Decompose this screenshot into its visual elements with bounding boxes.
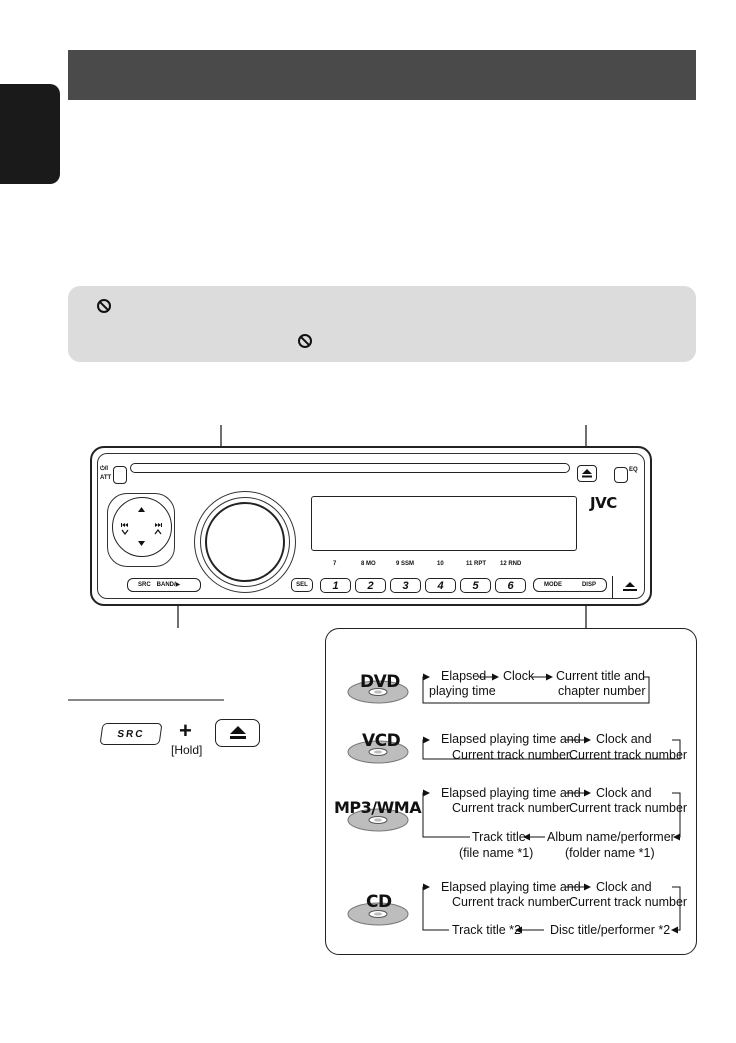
- preset-button-6[interactable]: 6: [495, 578, 526, 593]
- dvd-step-title-line2: chapter number: [558, 684, 646, 698]
- preset-label: 11 RPT: [466, 561, 487, 567]
- eject-button-illustration: [215, 719, 260, 747]
- mp3-step-track: Track title: [472, 830, 526, 844]
- dvd-step-elapsed: Elapsed: [441, 669, 487, 683]
- vcd-step-elapsed: Elapsed playing time and: [441, 732, 581, 746]
- dvd-step-title: Current title and: [556, 669, 645, 683]
- display-modes-box: [325, 628, 697, 955]
- mp3-step-clock-line2: Current track number: [569, 801, 688, 815]
- mp3-step-elapsed: Elapsed playing time and: [441, 786, 581, 800]
- src-band-button-group[interactable]: SRC BAND/▶: [127, 578, 201, 592]
- volume-knob-ring: [200, 497, 290, 587]
- disc-loading-slot: [130, 463, 570, 473]
- eq-button[interactable]: [614, 467, 628, 483]
- power-att-button[interactable]: [113, 466, 127, 484]
- eject-button[interactable]: [577, 465, 597, 482]
- navigation-arrows-icon: [121, 507, 162, 546]
- navigation-pad[interactable]: [112, 497, 172, 557]
- vcd-disc-icon: [347, 740, 409, 764]
- control-cluster-frame: [107, 493, 175, 567]
- preset-label: 9 SSM: [396, 561, 415, 567]
- src-label: SRC: [138, 582, 151, 588]
- volume-knob-housing: [194, 491, 296, 593]
- preset-button-1[interactable]: 1: [320, 578, 351, 593]
- vcd-step-clock: Clock and: [596, 732, 652, 746]
- preset-button-3[interactable]: 3: [390, 578, 421, 593]
- preset-label: 7: [333, 561, 337, 567]
- cd-step-clock: Clock and: [596, 880, 652, 894]
- mode-label: MODE: [543, 582, 562, 588]
- eq-label: EQ: [629, 467, 638, 473]
- cd-step-track-title: Track title *2: [452, 923, 522, 937]
- cd-step-elapsed: Elapsed playing time and: [441, 880, 581, 894]
- dvd-step-clock: Clock: [503, 669, 535, 683]
- mode-disp-button-group[interactable]: MODE DISP: [533, 578, 607, 592]
- sel-button[interactable]: SEL: [291, 578, 313, 592]
- car-stereo-panel-inner: [97, 453, 645, 599]
- mp3-wma-disc-icon: [347, 808, 409, 832]
- preset-label: 12 RND: [500, 561, 522, 567]
- preset-button-4[interactable]: 4: [425, 578, 456, 593]
- plus-sign: +: [179, 718, 192, 743]
- eject-icon: [229, 726, 246, 739]
- cd-step-clock-line2: Current track number: [569, 895, 688, 909]
- power-label: ⏻/I: [100, 466, 109, 472]
- caution-box: [68, 286, 696, 362]
- mp3-step-track-line2: (file name *1): [459, 846, 534, 860]
- preset-label: 10: [437, 561, 444, 567]
- vcd-step-elapsed-line2: Current track number: [452, 748, 571, 762]
- detach-button[interactable]: [612, 576, 646, 598]
- vcd-step-clock-line2: Current track number: [569, 748, 688, 762]
- att-label: ATT: [100, 475, 112, 481]
- volume-control-dial[interactable]: [205, 502, 285, 582]
- prohibited-icon: [97, 299, 111, 313]
- dvd-disc-label: DVD: [360, 672, 400, 692]
- hold-label: [Hold]: [171, 743, 203, 757]
- jvc-logo: JVC: [590, 494, 617, 512]
- disp-label: DISP: [581, 582, 596, 588]
- mp3-wma-disc-label: MP3/WMA: [334, 798, 422, 817]
- dvd-disc-icon: [347, 680, 409, 704]
- mp3-step-clock: Clock and: [596, 786, 652, 800]
- vcd-disc-label: VCD: [362, 731, 401, 751]
- preset-label: 8 MO: [361, 561, 376, 567]
- cd-step-elapsed-line2: Current track number: [452, 895, 571, 909]
- language-side-tab: [0, 84, 60, 184]
- mp3-step-album-line2: (folder name *1): [565, 846, 655, 860]
- detach-icon: [622, 582, 637, 591]
- preset-button-5[interactable]: 5: [460, 578, 491, 593]
- eject-icon: [582, 469, 592, 478]
- mp3-step-elapsed-line2: Current track number: [452, 801, 571, 815]
- preset-button-2[interactable]: 2: [355, 578, 386, 593]
- display-window: [311, 496, 577, 551]
- cd-disc-label: CD: [366, 892, 392, 912]
- band-label: BAND/▶: [156, 582, 181, 588]
- section-title-bar: [68, 50, 696, 100]
- prohibited-icon: [298, 334, 312, 348]
- cd-disc-icon: [347, 902, 409, 926]
- mp3-step-album: Album name/performer: [547, 830, 675, 844]
- dvd-step-elapsed-line2: playing time: [429, 684, 496, 698]
- cd-step-disc-title: Disc title/performer *2: [550, 923, 671, 937]
